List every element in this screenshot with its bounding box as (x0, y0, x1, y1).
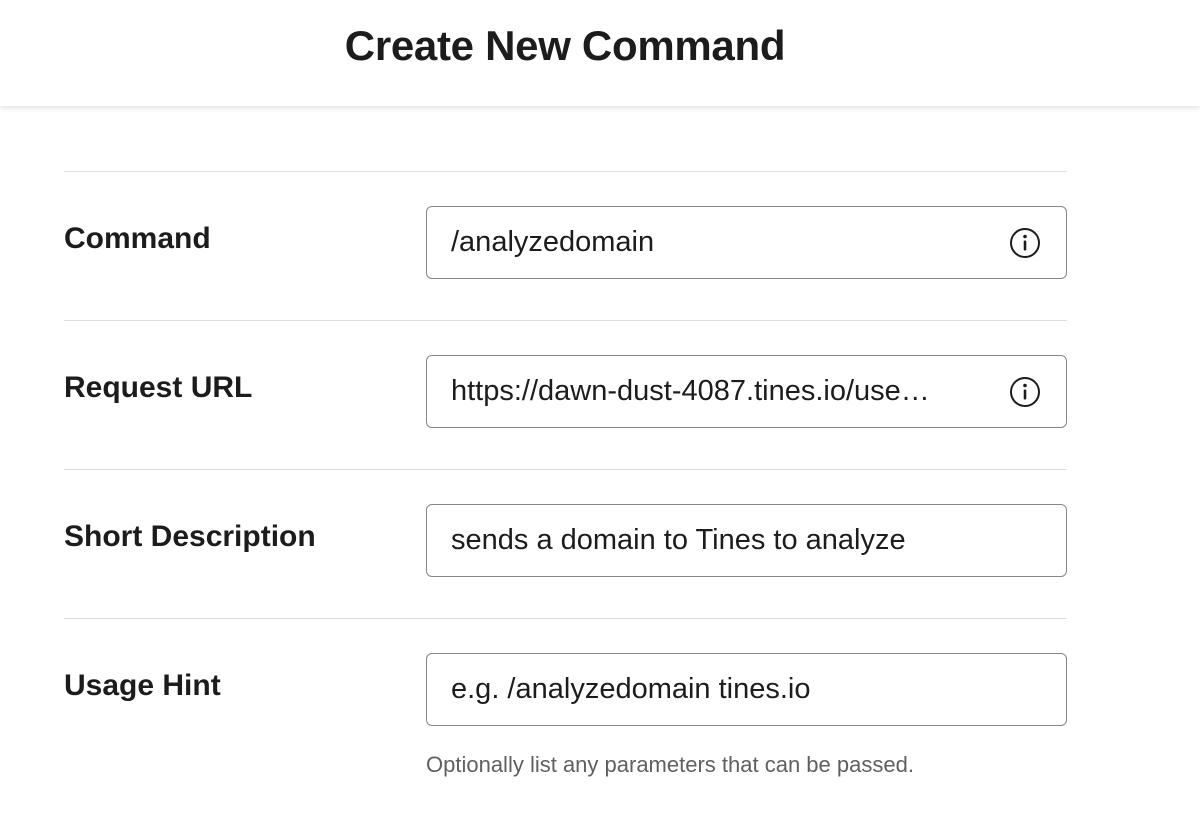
short-description-value: sends a domain to Tines to analyze (451, 524, 906, 556)
modal-header: Create New Command (0, 0, 1200, 106)
command-row: Command /analyzedomain (64, 172, 1067, 320)
divider (64, 320, 1067, 321)
short-description-row: Short Description sends a domain to Tine… (64, 470, 1067, 618)
command-label: Command (64, 222, 211, 255)
divider (64, 469, 1067, 470)
page-title: Create New Command (344, 22, 786, 69)
request-url-value: https://dawn-dust-4087.tines.io/use… (451, 375, 930, 407)
usage-hint-row: Usage Hint e.g. /analyzedomain tines.io … (64, 619, 1067, 777)
command-input[interactable]: /analyzedomain (426, 206, 1067, 279)
usage-hint-input[interactable]: e.g. /analyzedomain tines.io (426, 653, 1067, 726)
command-value: /analyzedomain (451, 226, 655, 258)
usage-hint-help-text: Optionally list any parameters that can … (426, 752, 914, 777)
info-icon[interactable] (1008, 375, 1042, 409)
divider (64, 618, 1067, 619)
request-url-row: Request URL https://dawn-dust-4087.tines… (64, 321, 1067, 469)
short-description-input[interactable]: sends a domain to Tines to analyze (426, 504, 1067, 577)
request-url-label: Request URL (64, 371, 253, 404)
divider (64, 171, 1067, 172)
request-url-input[interactable]: https://dawn-dust-4087.tines.io/use… (426, 355, 1067, 428)
usage-hint-value: e.g. /analyzedomain tines.io (451, 673, 811, 705)
command-form: Command /analyzedomain Request URL https… (64, 171, 1067, 777)
usage-hint-label: Usage Hint (64, 669, 221, 702)
info-icon[interactable] (1008, 226, 1042, 260)
short-description-label: Short Description (64, 520, 316, 553)
